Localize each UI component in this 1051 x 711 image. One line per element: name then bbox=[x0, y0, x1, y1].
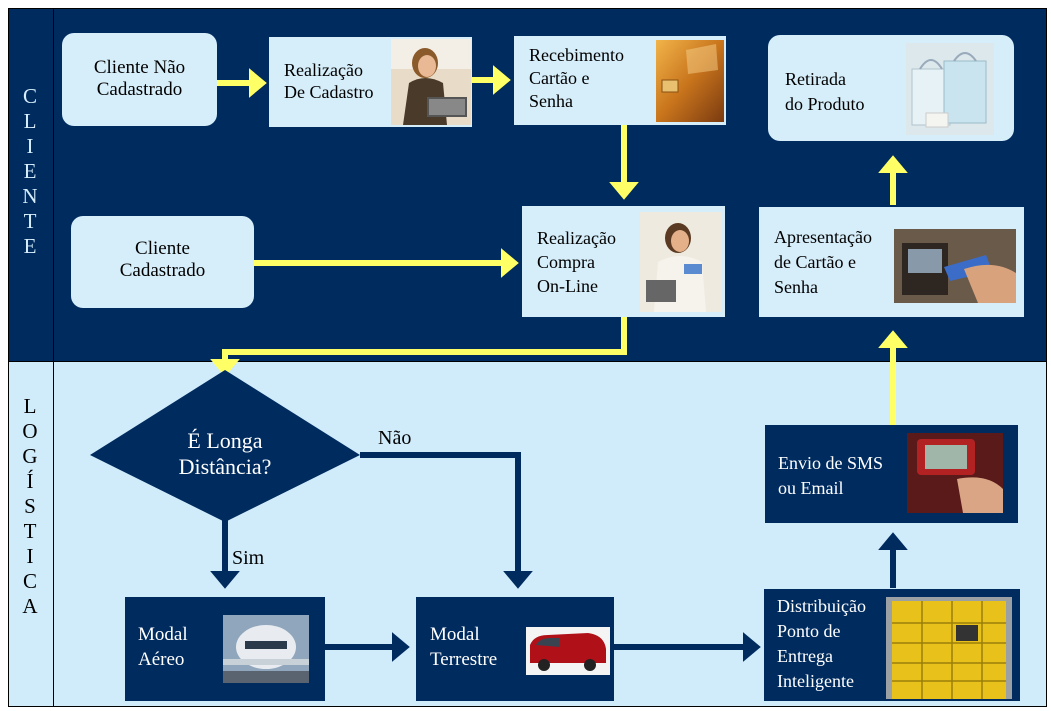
delivery-locker-photo bbox=[886, 597, 1012, 699]
card-atm-photo bbox=[894, 229, 1016, 303]
box-realizacao-cadastro: Realização De Cadastro bbox=[269, 37, 472, 127]
box-label: Realização Compra On-Line bbox=[537, 228, 616, 296]
lane-letter: T bbox=[23, 519, 37, 543]
lane-letter: Í bbox=[26, 469, 34, 493]
lane-letter: O bbox=[22, 419, 38, 443]
box-envio-sms: Envio de SMS ou Email bbox=[765, 425, 1018, 523]
box-label: Retirada do Produto bbox=[785, 69, 865, 114]
box-label: Apresentação de Cartão e Senha bbox=[774, 227, 872, 297]
decision-diamond bbox=[90, 370, 360, 522]
box-realizacao-compra: Realização Compra On-Line bbox=[522, 206, 725, 317]
lane-letter: E bbox=[23, 159, 37, 183]
lane-letter: T bbox=[23, 209, 37, 233]
woman-card-laptop-photo bbox=[640, 212, 722, 312]
box-modal-terrestre: Modal Terrestre bbox=[416, 597, 614, 701]
lane-letter: C bbox=[22, 84, 37, 108]
lane-letter: I bbox=[26, 134, 34, 158]
box-modal-aereo: Modal Aéreo bbox=[125, 597, 325, 701]
shopping-bags-photo bbox=[906, 43, 994, 135]
box-retirada-produto: Retirada do Produto bbox=[768, 35, 1014, 141]
gold-card-photo bbox=[656, 40, 724, 122]
box-label: Modal Terrestre bbox=[430, 624, 498, 670]
van-photo bbox=[526, 627, 610, 675]
phone-sms-photo bbox=[907, 433, 1003, 513]
box-label: Cliente Cadastrado bbox=[119, 238, 206, 281]
woman-laptop-photo bbox=[391, 39, 471, 125]
box-label: Modal Aéreo bbox=[138, 624, 188, 670]
box-label: Recebimento Cartão e Senha bbox=[529, 45, 624, 111]
arrow-decisao-nao bbox=[360, 452, 533, 589]
lane-divider bbox=[53, 8, 54, 707]
box-apresentacao-cartao: Apresentação de Cartão e Senha bbox=[759, 207, 1024, 317]
box-cliente-nao-cadastrado: Cliente Não Cadastrado bbox=[62, 33, 217, 126]
lane-letter: E bbox=[23, 234, 37, 258]
box-label: Envio de SMS ou Email bbox=[778, 453, 884, 498]
lane-letter: G bbox=[22, 444, 38, 468]
edge-label-sim: Sim bbox=[232, 547, 265, 569]
box-label: Cliente Não Cadastrado bbox=[93, 57, 186, 100]
lane-letter: S bbox=[24, 494, 36, 518]
box-distribuicao: Distribuição Ponto de Entrega Inteligent… bbox=[764, 589, 1020, 701]
lane-letter: L bbox=[23, 394, 37, 418]
arrow-compra-to-decisao bbox=[210, 317, 627, 377]
box-recebimento-cartao: Recebimento Cartão e Senha bbox=[514, 36, 726, 125]
lane-letter: C bbox=[22, 569, 37, 593]
lane-letter: L bbox=[23, 109, 37, 133]
decision-label: É Longa Distância? bbox=[178, 428, 272, 479]
lane-letter: A bbox=[22, 594, 38, 618]
box-cliente-cadastrado: Cliente Cadastrado bbox=[71, 216, 254, 308]
lane-letter: N bbox=[22, 184, 38, 208]
edge-label-nao: Não bbox=[378, 427, 412, 449]
lane-letter: I bbox=[26, 544, 34, 568]
box-label: Realização De Cadastro bbox=[284, 60, 374, 102]
box-label: Distribuição Ponto de Entrega Inteligent… bbox=[777, 596, 866, 691]
airplane-photo bbox=[223, 615, 309, 683]
